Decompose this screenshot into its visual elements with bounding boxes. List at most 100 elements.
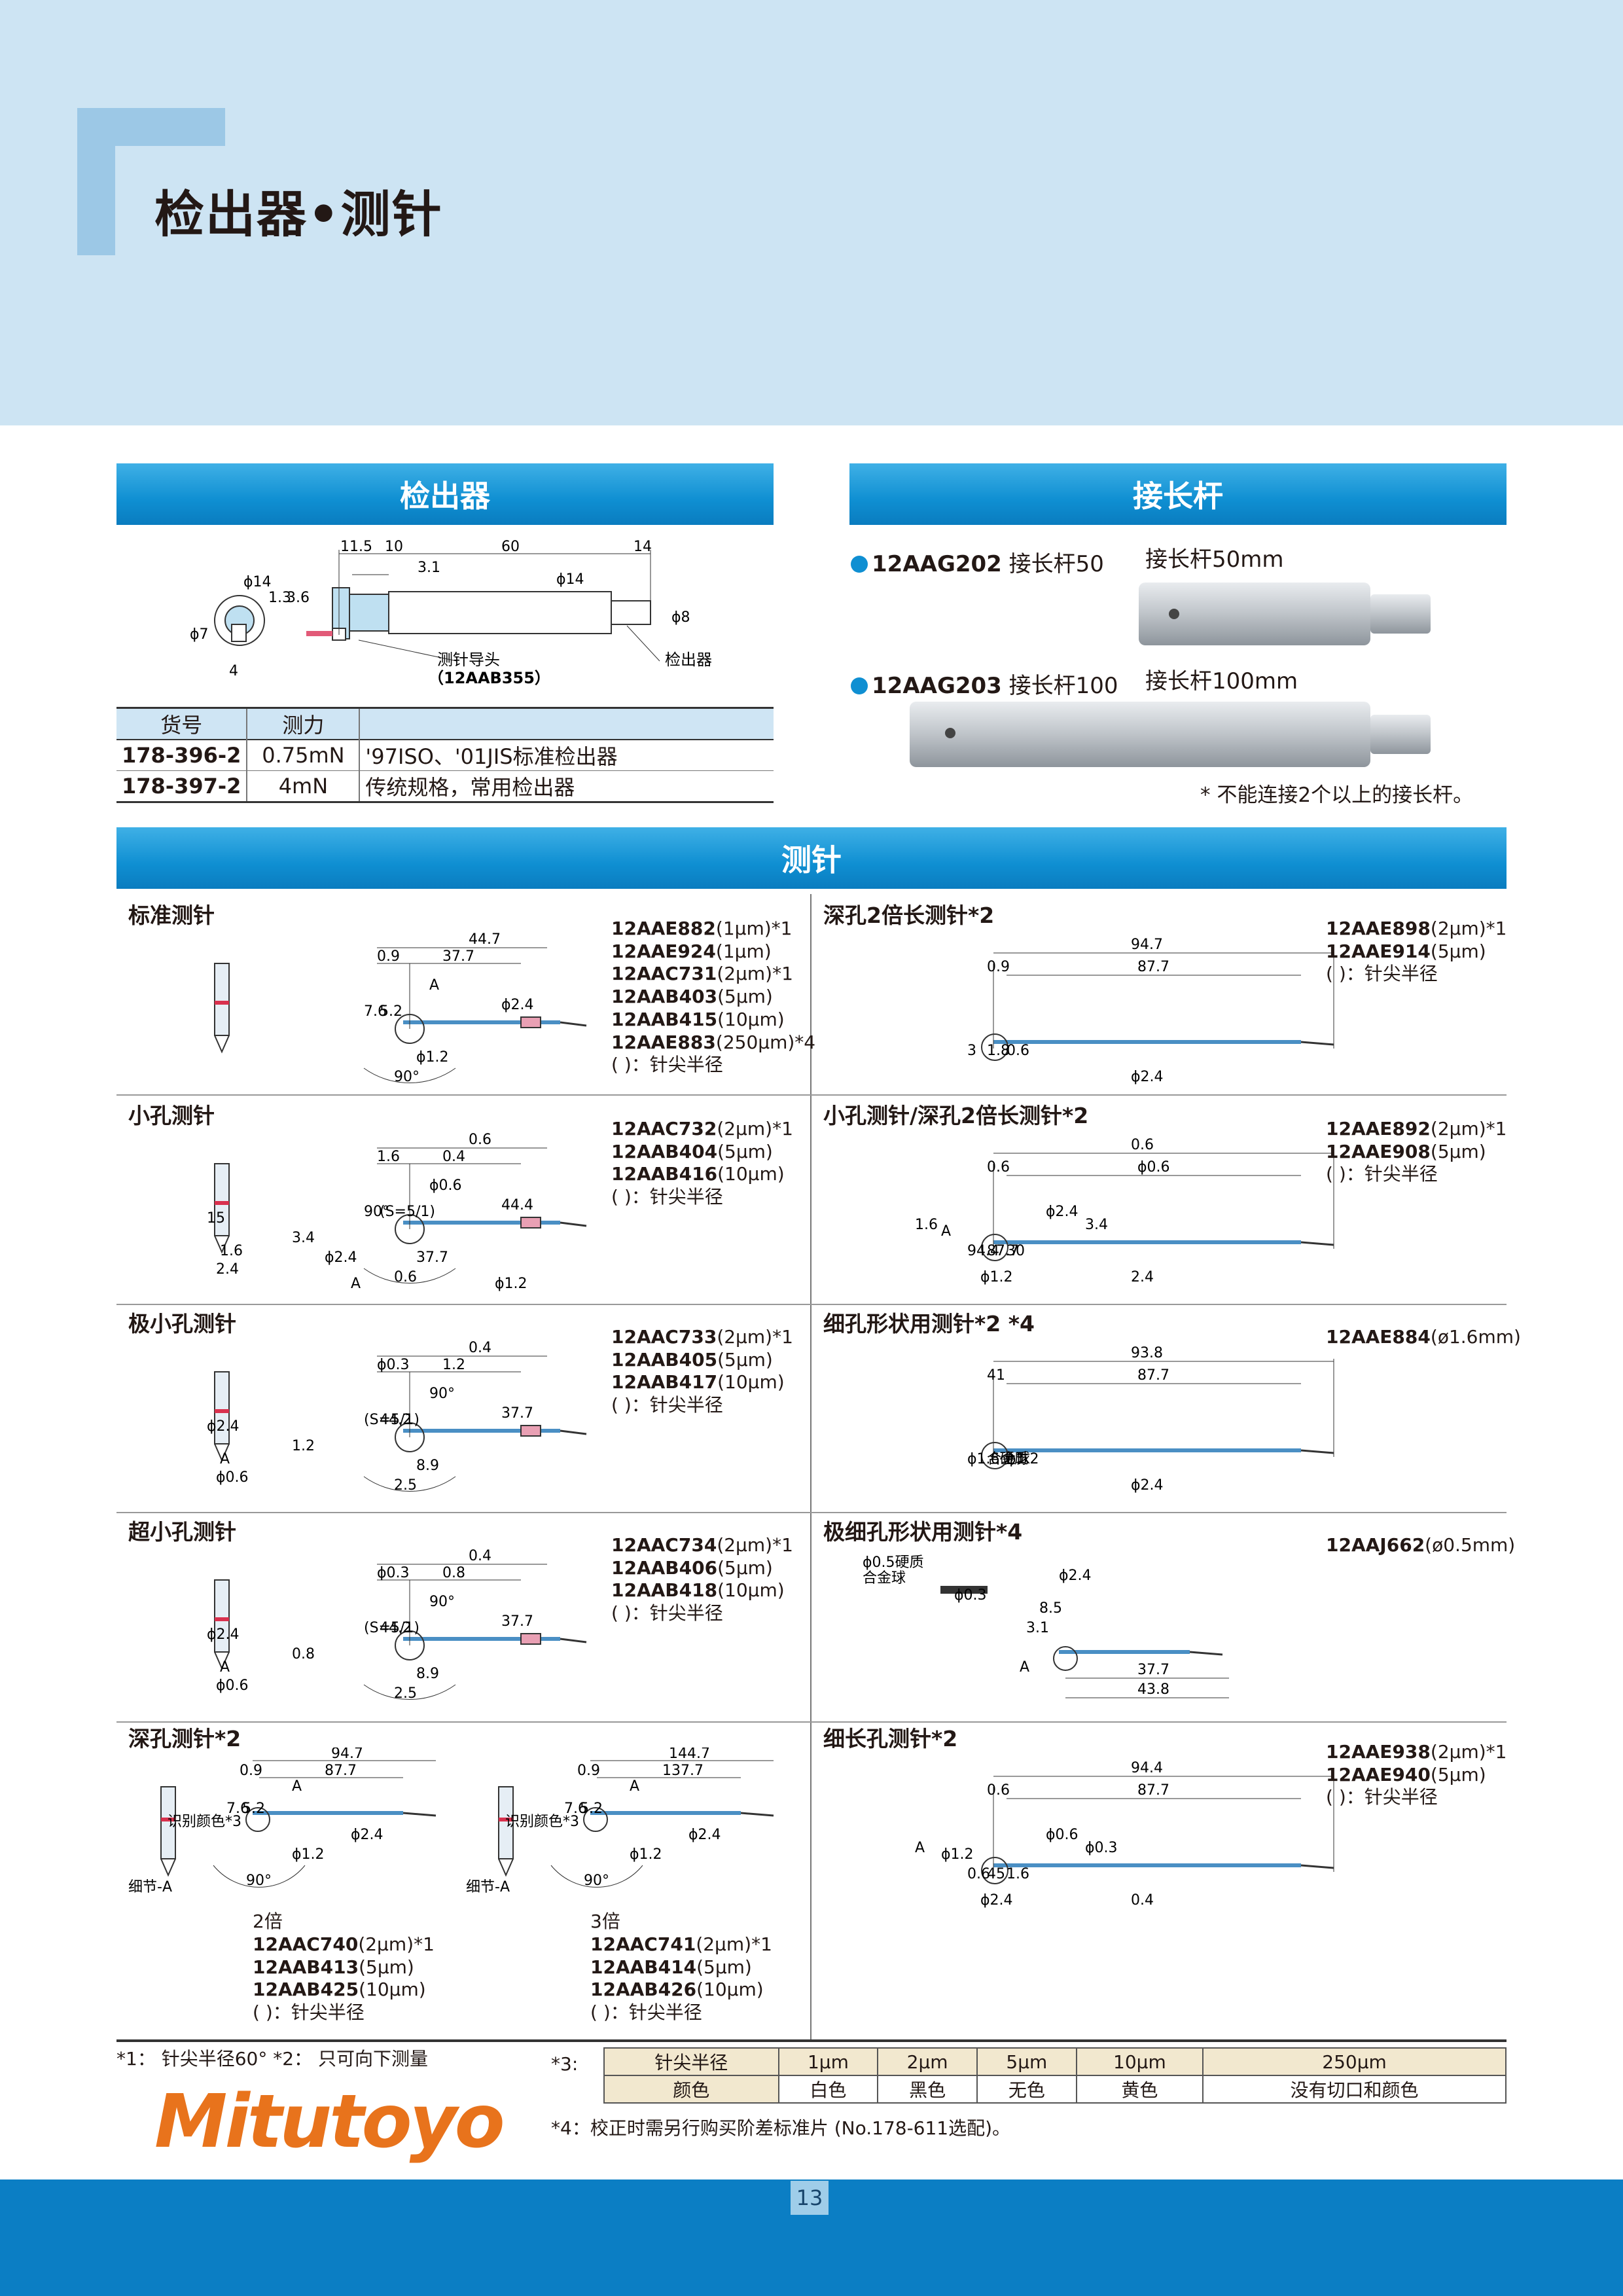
part-code: 12AAC733 [611, 1326, 717, 1348]
dimension-label: ϕ0.3 [377, 1565, 410, 1581]
table-row: 178-396-2 0.75mN '97ISO、'01JIS标准检出器 [116, 740, 774, 771]
stylus-title-small: 小孔测针 [128, 1103, 215, 1128]
tip-head: 1μm [777, 2047, 879, 2076]
dimension-label: 87.7 [987, 1243, 1019, 1259]
tip-radius: (5μm) [359, 1956, 414, 1978]
dimension-label: 93.8 [1131, 1345, 1163, 1361]
part-number-item: 12AAC733(2μm)*1 [611, 1326, 793, 1349]
dimension-label: (S=5/1) [364, 1412, 419, 1428]
stylus-title-smalldeep: 小孔测针/深孔2倍长测针*2 [823, 1103, 1089, 1128]
dimension-label: 87.7 [325, 1763, 357, 1779]
mitutoyo-logo: Mitutoyo [154, 2079, 505, 2164]
dimension-label: ϕ2.4 [325, 1249, 357, 1266]
part-number-item: 12AAC731(2μm)*1 [611, 963, 815, 986]
part-number-item: 12AAE914(5μm) [1326, 941, 1507, 963]
dim-10: 10 [385, 539, 403, 555]
part-number-item: 12AAB415(10μm) [611, 1009, 815, 1031]
dimension-label: ϕ0.3 [377, 1357, 410, 1373]
row-pn: 178-397-2 [122, 774, 241, 798]
tip-radius: (5μm) [717, 1140, 773, 1162]
tip-color: 黑色 [877, 2075, 978, 2104]
part-number-item: 12AAB403(5μm) [611, 986, 815, 1009]
tip-color: 没有切口和颜色 [1202, 2075, 1507, 2104]
part-code: 12AAC741 [590, 1933, 696, 1955]
part-number-item: 12AAC740(2μm)*1 [253, 1933, 435, 1956]
radius-note: ( )：针尖半径 [611, 1394, 723, 1416]
dimension-label: 94.4 [967, 1243, 999, 1259]
row-desc: 传统规格，常用检出器 [359, 770, 774, 802]
dimension-label: 2.5 [394, 1477, 417, 1494]
tip-head: 2μm [877, 2047, 978, 2076]
multiplier-label: 2倍 [253, 1910, 283, 1932]
dimension-label: 0.6 [1007, 1043, 1029, 1059]
dimension-label: 0.6 [987, 1159, 1010, 1175]
dim-phi8: ϕ8 [671, 609, 690, 626]
part-number-item: 12AAE940(5μm) [1326, 1764, 1507, 1787]
detector-table: 货号 测力 178-396-2 0.75mN '97ISO、'01JIS标准检出… [116, 707, 774, 803]
dimension-label: 3.1 [1026, 1620, 1049, 1636]
dimension-label: 37.7 [416, 1249, 448, 1266]
part-code: 12AAB406 [611, 1556, 718, 1579]
tip-radius: (5μm) [717, 1556, 773, 1579]
part-code: 12AAE898 [1326, 918, 1431, 939]
col-force: 测力 [246, 708, 360, 740]
multiplier-label: 3倍 [590, 1910, 620, 1932]
dimension-label: 144.7 [669, 1748, 710, 1762]
ext-pn: 12AAG202 [872, 551, 1002, 577]
dimension-label: ϕ2.4 [207, 1418, 240, 1435]
dim-14: 14 [633, 539, 652, 555]
dimension-label: 3.4 [1085, 1217, 1108, 1233]
stylus-title-xsmall: 极小孔测针 [128, 1311, 236, 1336]
dimension-label: 0.6 [394, 1269, 417, 1285]
stylus-title-deep2: 深孔2倍长测针*2 [823, 903, 995, 928]
col-desc [359, 708, 774, 740]
part-number-list: 12AAE884(ø1.6mm) [1326, 1326, 1521, 1349]
dimension-label: 0.9 [377, 948, 400, 965]
dimension-label: ϕ0.3 [954, 1587, 987, 1604]
dimension-label: 5.2 [380, 1003, 402, 1020]
part-number-item: 12AAB426(10μm) [590, 1979, 772, 2001]
part-code: 12AAB425 [253, 1979, 359, 2001]
dim-3-1: 3.1 [418, 560, 440, 576]
col-part-no: 货号 [160, 713, 203, 738]
tip-head: 10μm [1075, 2047, 1204, 2076]
extension-rod-50-image [1139, 583, 1431, 645]
radius-note: ( )：针尖半径 [611, 1054, 723, 1076]
stylus-title-xfine: 极细孔形状用测针*4 [823, 1519, 1023, 1545]
dimension-label: 1.6 [377, 1149, 400, 1165]
dimension-label: 1.6 [1007, 1866, 1029, 1882]
tip-radius: (10μm) [696, 1979, 764, 2001]
dimension-label: 0.8 [292, 1646, 315, 1662]
dimension-label: 0.4 [1131, 1892, 1154, 1909]
dimension-label: A [941, 1223, 951, 1240]
tip-radius: (5μm) [717, 986, 773, 1008]
dimension-label: 8.9 [416, 1458, 439, 1474]
dimension-label: 94.7 [331, 1748, 363, 1762]
tip-radius: (10μm) [717, 1008, 785, 1030]
part-code: 12AAB404 [611, 1140, 718, 1162]
tip-radius: (1μm)*1 [715, 918, 793, 939]
part-code: 12AAB418 [611, 1579, 718, 1602]
stylus-title-ultra: 超小孔测针 [128, 1519, 236, 1545]
part-code: 12AAC731 [611, 963, 717, 985]
dimension-label: 37.7 [501, 1405, 533, 1422]
dimension-label: ϕ1.2 [1007, 1451, 1039, 1467]
dimension-label: 0.8 [442, 1565, 465, 1581]
part-number-item: 12AAB414(5μm) [590, 1956, 772, 1979]
dim-60: 60 [501, 539, 520, 555]
tip-radius: (10μm) [717, 1163, 785, 1185]
part-code: 12AAE892 [1326, 1118, 1431, 1139]
dimension-label: ϕ1.2 [416, 1049, 449, 1066]
table-row: 178-397-2 4mN 传统规格，常用检出器 [116, 770, 774, 802]
dimension-label: 90° [246, 1873, 272, 1889]
tip-radius: (ø1.6mm) [1430, 1326, 1521, 1348]
dimension-label: 37.7 [501, 1613, 533, 1630]
part-number-item: 12AAB413(5μm) [253, 1956, 435, 1979]
